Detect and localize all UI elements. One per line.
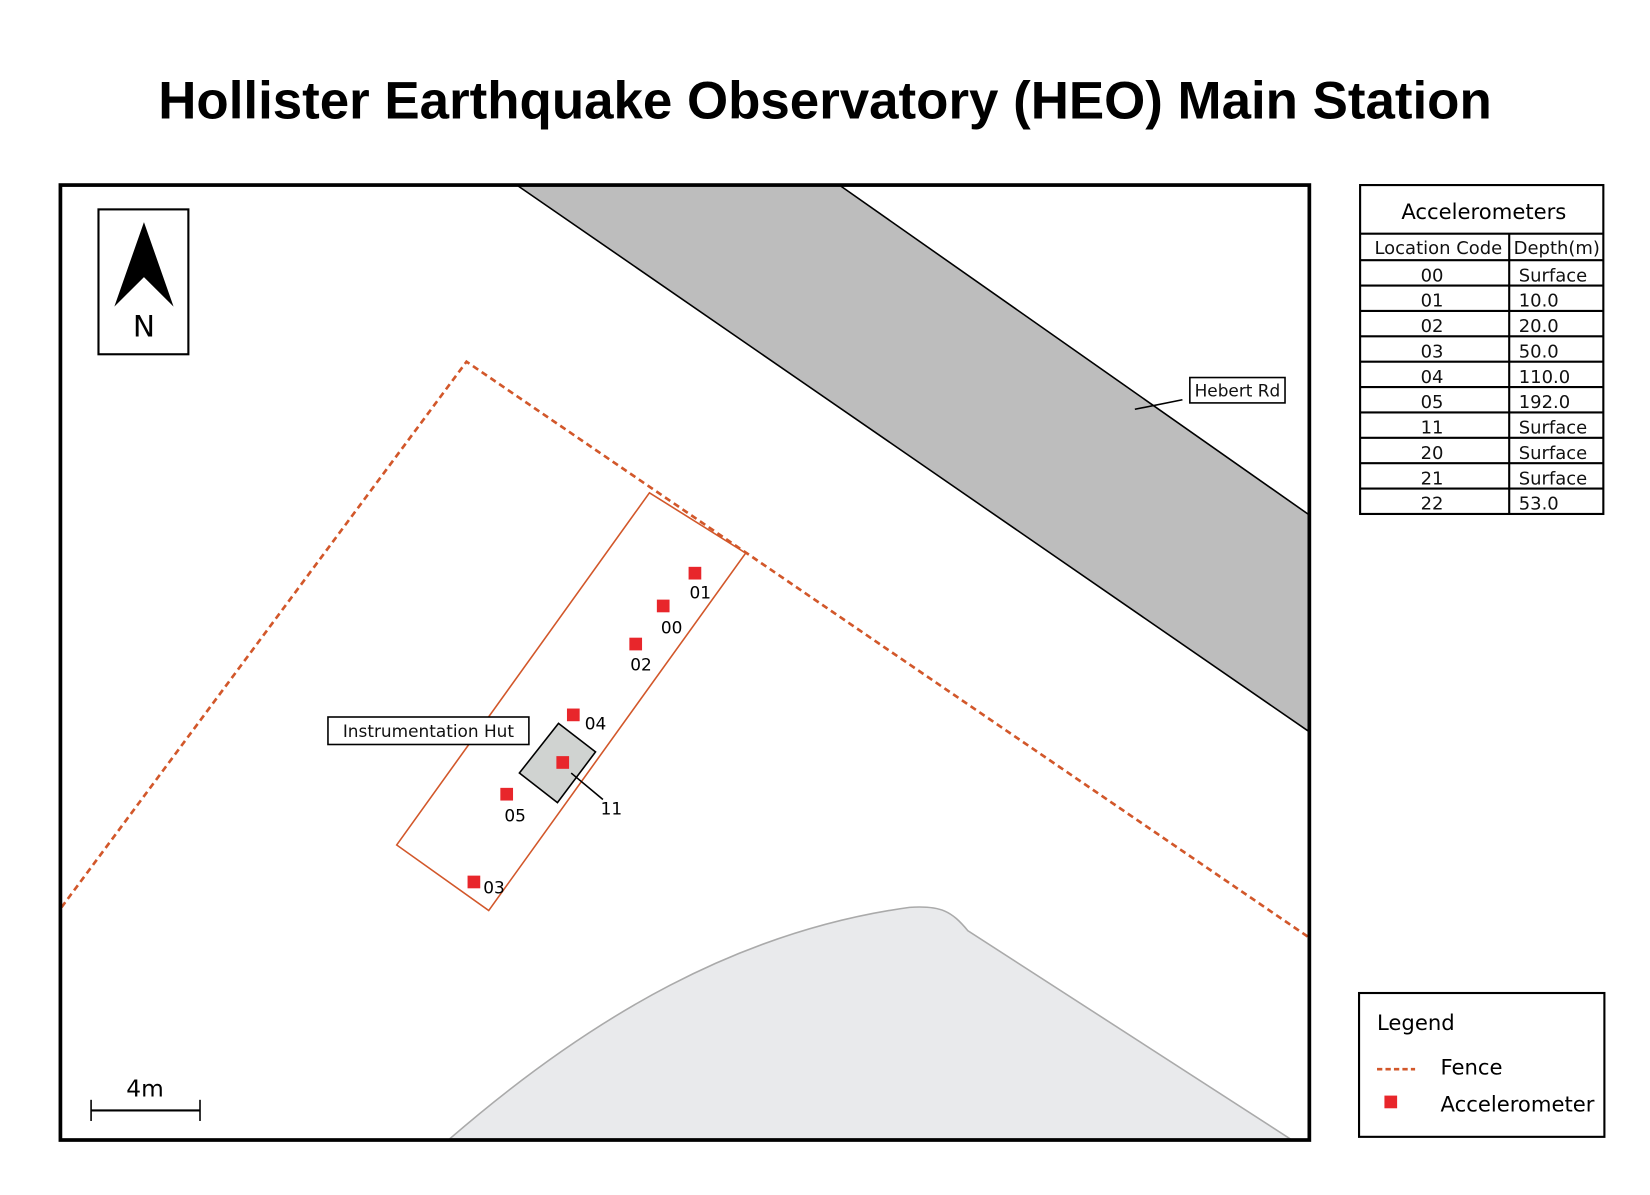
depth-cell: 20.0 [1519, 316, 1559, 337]
table-row: 01 10.0 [1360, 284, 1604, 312]
location-code-cell: 20 [1421, 443, 1444, 464]
location-code-cell: 04 [1421, 367, 1444, 388]
fence-line [60, 359, 1310, 939]
accelerometer-marker [656, 599, 670, 613]
depth-cell: Surface [1519, 443, 1587, 464]
location-code-cell: 00 [1421, 265, 1444, 286]
map-title: Hollister Earthquake Observatory (HEO) M… [158, 71, 1492, 130]
scale-bar: 4m [90, 1076, 201, 1121]
depth-cell: Surface [1519, 418, 1587, 439]
accelerometer-label: 04 [585, 714, 607, 734]
depth-cell: 53.0 [1519, 494, 1559, 515]
location-code-cell: 21 [1421, 468, 1444, 489]
table-header-location: Location Code [1375, 238, 1503, 259]
accelerometer-label: 05 [504, 806, 526, 826]
table-title: Accelerometers [1401, 199, 1566, 224]
table-row: 00 Surface [1421, 265, 1588, 286]
table-row: 11 Surface [1360, 411, 1604, 439]
location-code-cell: 05 [1421, 392, 1444, 413]
accelerometer-marker [688, 566, 702, 580]
north-label: N [133, 309, 155, 343]
location-code-cell: 11 [1421, 418, 1444, 439]
location-code-cell: 03 [1421, 341, 1444, 362]
accelerometer-label: 03 [483, 878, 505, 898]
depth-cell: 110.0 [1519, 367, 1570, 388]
accelerometer-marker [556, 756, 570, 769]
legend: Legend Fence Accelerometer [1357, 991, 1606, 1138]
depth-cell: 192.0 [1519, 392, 1570, 413]
road-label: Hebert Rd [1195, 381, 1281, 401]
depth-cell: 50.0 [1519, 341, 1559, 362]
scale-label: 4m [126, 1076, 163, 1103]
table-row: 21 Surface [1360, 462, 1604, 489]
station-boundary [395, 491, 747, 912]
table-row: 02 20.0 [1360, 309, 1604, 337]
table-header-depth: Depth(m) [1514, 238, 1600, 259]
table-row: 05 192.0 [1360, 385, 1604, 413]
accelerometer-label: 11 [601, 798, 623, 818]
accelerometer-label: 02 [630, 654, 652, 674]
north-arrow-icon [114, 222, 174, 307]
accelerometer-label: 01 [689, 583, 711, 603]
depth-cell: 10.0 [1519, 291, 1559, 312]
accelerometer-label: 00 [661, 617, 683, 637]
table-row: 22 53.0 [1360, 487, 1604, 515]
map-area: 01 00 02 04 11 05 03 Hebert Rd Instrumentation… [58, 183, 1312, 1142]
depth-cell: Surface [1519, 468, 1587, 489]
hut-label: Instrumentation Hut [343, 721, 515, 741]
table-row: 20 Surface [1360, 436, 1604, 464]
location-code-cell: 01 [1421, 291, 1444, 312]
north-arrow: N [97, 208, 190, 356]
location-code-cell: 02 [1421, 316, 1444, 337]
depth-cell: Surface [1519, 265, 1587, 286]
accelerometer-marker [467, 875, 481, 889]
accelerometer-legend-icon [1384, 1095, 1398, 1109]
accelerometer-marker [500, 787, 514, 801]
hill-area [447, 906, 1293, 1140]
legend-fence-label: Fence [1440, 1054, 1502, 1079]
legend-title: Legend [1377, 1010, 1455, 1035]
accelerometer-table: Accelerometers Location Code Depth(m) 00… [1359, 184, 1605, 516]
accelerometer-marker [566, 708, 580, 722]
legend-accelerometer-label: Accelerometer [1440, 1091, 1594, 1116]
accelerometer-marker [629, 637, 643, 651]
table-row: 04 110.0 [1360, 360, 1604, 388]
location-code-cell: 22 [1421, 494, 1444, 515]
table-row: 03 50.0 [1360, 335, 1604, 362]
